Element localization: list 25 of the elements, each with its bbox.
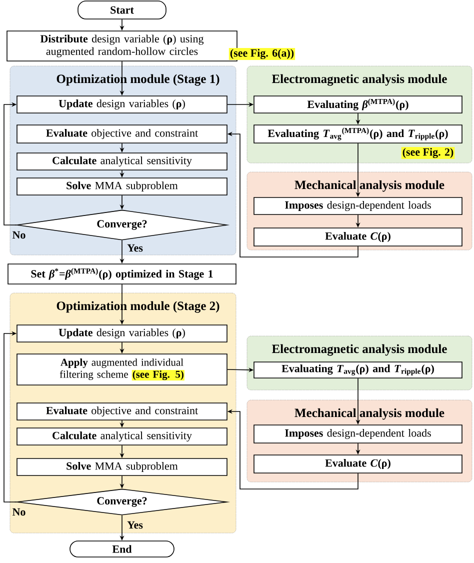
process-box: Imposes design-dependent loads: [254, 424, 462, 444]
process-box: Evaluating T$_{avg}$$^{(MTPA)}$(ρ) and T$_{ripple}$(ρ): [254, 124, 462, 144]
arrow: [4, 331, 17, 502]
process-box: Set β$^{*}$=β$^{(MTPA)}$(ρ) optimized in Stage 1: [8, 264, 236, 284]
process-box: Imposes design-dependent loads: [254, 197, 462, 215]
process-box: Solve MMA subproblem: [16, 178, 228, 196]
edge-label: No: [12, 508, 26, 516]
edge-label: No: [12, 231, 26, 239]
process-box: Evaluating β$^{(MTPA)}$(ρ): [254, 96, 462, 114]
process-box: Evaluate objective and constraint: [16, 402, 228, 420]
process-box: Update design variables (ρ): [16, 96, 228, 114]
process-box: Calculate analytical sensitivity: [16, 428, 228, 446]
process-box: Evaluate objective and constraint: [16, 124, 228, 144]
process-box: Update design variables (ρ): [16, 324, 228, 342]
process-box: Apply augmented individual filtering scheme (see Fig. 5): [16, 354, 228, 386]
arrow: [4, 102, 17, 226]
process-box: Calculate analytical sensitivity: [16, 152, 228, 170]
edge-label: Yes: [127, 244, 143, 252]
edge-label: Yes: [127, 521, 143, 529]
process-box: Evaluate C(ρ): [254, 228, 462, 246]
process-box: Evaluate C(ρ): [254, 454, 462, 474]
process-box: Evaluating T$_{avg}$(ρ) and T$_{ripple}$(ρ): [254, 362, 462, 378]
figure-reference: (see Fig. 6(a)): [228, 48, 296, 60]
process-box: Solve MMA subproblem: [16, 458, 228, 476]
figure-reference: (see Fig. 2): [401, 146, 455, 160]
